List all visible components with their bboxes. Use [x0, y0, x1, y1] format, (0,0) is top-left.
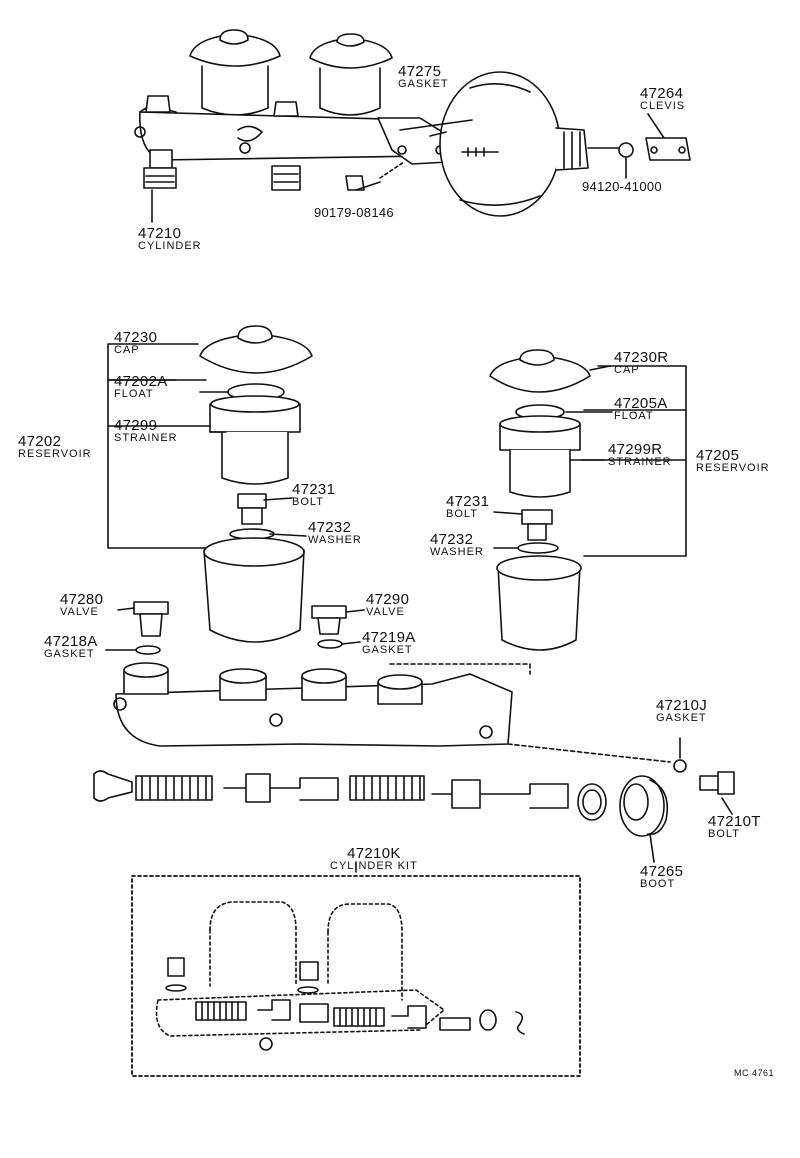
part-name: BOLT: [446, 508, 478, 520]
part-number: 47230: [114, 329, 158, 346]
part-number: 47219A: [362, 629, 416, 646]
part-name: GASKET: [398, 78, 449, 90]
part-label-47290[interactable]: 47290 VALVE: [366, 592, 409, 618]
part-number: 47205A: [614, 395, 668, 412]
part-number: 47231: [292, 481, 336, 498]
part-number: 47232: [430, 531, 474, 548]
left-reservoir-exploded: [107, 325, 313, 643]
part-label-47232-left[interactable]: 47232 WASHER: [308, 520, 362, 546]
piston-spring-row: [93, 737, 735, 863]
part-label-47202A[interactable]: 47202A FLOAT: [114, 374, 168, 400]
part-name: FLOAT: [114, 388, 154, 400]
part-number: 47232: [308, 519, 352, 536]
part-number: 47210T: [708, 813, 761, 830]
part-label-47299R[interactable]: 47299R STRAINER: [608, 442, 672, 468]
part-number: 47218A: [44, 633, 98, 650]
part-label-47202[interactable]: 47202 RESERVOIR: [18, 434, 92, 460]
part-label-47230[interactable]: 47230 CAP: [114, 330, 157, 356]
part-label-47205[interactable]: 47205 RESERVOIR: [696, 448, 770, 474]
part-number: 90179-08146: [314, 205, 394, 220]
part-number: 47264: [640, 85, 684, 102]
part-name: CYLINDER: [138, 240, 202, 252]
part-name: WASHER: [430, 546, 484, 558]
part-name: VALVE: [60, 606, 99, 618]
right-reservoir-exploded: [489, 349, 687, 651]
part-number: 47202: [18, 433, 62, 450]
part-number: 47265: [640, 863, 684, 880]
part-label-47231-left[interactable]: 47231 BOLT: [292, 482, 335, 508]
part-label-47230R[interactable]: 47230R CAP: [614, 350, 668, 376]
part-label-47210[interactable]: 47210 CYLINDER: [138, 226, 202, 252]
part-number: 47231: [446, 493, 490, 510]
part-label-47205A[interactable]: 47205A FLOAT: [614, 396, 668, 422]
part-number: 47205: [696, 447, 740, 464]
part-name: VALVE: [366, 606, 405, 618]
part-label-47210T[interactable]: 47210T BOLT: [708, 814, 761, 840]
cylinder-body-exploded: [113, 601, 671, 763]
part-number: 47275: [398, 63, 442, 80]
part-name: GASKET: [362, 644, 413, 656]
part-name: RESERVOIR: [696, 462, 770, 474]
part-number: 47290: [366, 591, 410, 608]
part-name: STRAINER: [114, 432, 178, 444]
part-label-47210J[interactable]: 47210J GASKET: [656, 698, 707, 724]
drawing-code: MC 4761: [734, 1068, 775, 1078]
part-name: BOOT: [640, 878, 676, 890]
part-label-47265[interactable]: 47265 BOOT: [640, 864, 683, 890]
part-number: 47210: [138, 225, 182, 242]
part-label-47219A[interactable]: 47219A GASKET: [362, 630, 416, 656]
part-number: 47210K: [347, 845, 401, 862]
part-name: STRAINER: [608, 456, 672, 468]
part-label-47232-right[interactable]: 47232 WASHER: [430, 532, 484, 558]
part-number: 47230R: [614, 349, 669, 366]
part-number: 47210J: [656, 697, 708, 714]
part-number: 47280: [60, 591, 104, 608]
part-label-90179-08146[interactable]: 90179-08146: [314, 206, 394, 219]
part-name: CLEVIS: [640, 100, 686, 112]
top-master-cylinder-assembly: [134, 29, 691, 223]
part-number: 47202A: [114, 373, 168, 390]
cylinder-kit-box: [131, 861, 581, 1077]
part-label-47299[interactable]: 47299 STRAINER: [114, 418, 178, 444]
part-name: RESERVOIR: [18, 448, 92, 460]
part-label-47275[interactable]: 47275 GASKET: [398, 64, 449, 90]
part-name: WASHER: [308, 534, 362, 546]
part-label-47231-right[interactable]: 47231 BOLT: [446, 494, 489, 520]
part-name: CYLINDER KIT: [330, 860, 418, 872]
part-label-94120-41000[interactable]: 94120-41000: [582, 180, 662, 193]
part-name: FLOAT: [614, 410, 654, 422]
part-name: BOLT: [708, 828, 740, 840]
part-label-47264[interactable]: 47264 CLEVIS: [640, 86, 685, 112]
part-name: CAP: [114, 344, 140, 356]
part-number: 94120-41000: [582, 179, 662, 194]
part-name: GASKET: [44, 648, 95, 660]
part-label-47280[interactable]: 47280 VALVE: [60, 592, 103, 618]
part-name: BOLT: [292, 496, 324, 508]
part-label-47210K[interactable]: 47210K CYLINDER KIT: [330, 846, 418, 872]
part-label-47218A[interactable]: 47218A GASKET: [44, 634, 98, 660]
leader-lines: [105, 113, 665, 651]
part-name: CAP: [614, 364, 640, 376]
part-number: 47299: [114, 417, 158, 434]
part-number: 47299R: [608, 441, 663, 458]
part-name: GASKET: [656, 712, 707, 724]
